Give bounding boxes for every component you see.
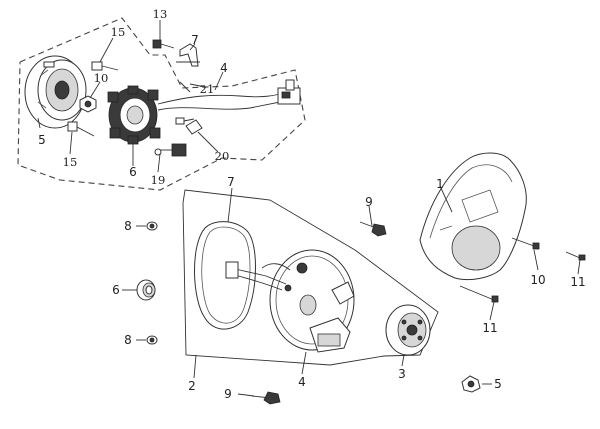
pickup-sensor-19 [154, 143, 187, 157]
flywheel-rotor [24, 55, 87, 129]
callout-4-box: 4 [298, 375, 306, 389]
callout-9-top: 9 [365, 195, 373, 209]
callout-10-top: 10 [94, 71, 109, 85]
callout-7-box: 7 [227, 175, 235, 189]
leader-lines [37, 20, 581, 397]
washer-8-top [146, 221, 158, 231]
bolt-9-bottom [251, 391, 281, 405]
callout-19: 19 [151, 173, 166, 187]
washer-8-bottom [146, 335, 158, 345]
callout-8-top: 8 [124, 219, 132, 233]
stator-plate-4 [269, 249, 355, 353]
bushing-6 [136, 279, 156, 301]
bolt-15-top [91, 61, 119, 71]
callout-11-right: 11 [570, 275, 585, 289]
callout-labels: 13 7 15 10 4 21 5 15 6 19 20 9 1 8 7 6 1… [38, 7, 585, 401]
clamp-20 [175, 117, 203, 135]
callout-11-mid: 11 [482, 321, 497, 335]
callout-5-right: 5 [494, 377, 502, 391]
callout-10-right: 10 [530, 273, 545, 287]
bracket-7-top [176, 43, 200, 67]
callout-2: 2 [188, 379, 196, 393]
bolt-13 [152, 39, 175, 49]
callout-9-bottom: 9 [224, 387, 232, 401]
callout-20: 20 [215, 149, 230, 163]
nut-5-right [461, 375, 481, 393]
nut-10 [79, 95, 97, 113]
callout-6-left: 6 [112, 283, 120, 297]
bolt-10-right [511, 237, 540, 250]
wiring-harness [157, 79, 301, 111]
callout-8-bottom: 8 [124, 333, 132, 347]
bolt-11-right [565, 251, 586, 261]
callout-5-left: 5 [38, 133, 46, 147]
callout-21: 21 [200, 82, 215, 96]
plate-wires [225, 261, 291, 291]
bolt-11-mid [459, 285, 499, 303]
rotor-3 [385, 304, 431, 356]
callout-7-top: 7 [191, 33, 199, 47]
bolt-9-top [359, 221, 387, 237]
callout-1: 1 [436, 177, 444, 191]
callout-15-top: 15 [111, 25, 126, 39]
o-ring-gasket-7 [194, 221, 256, 330]
callout-4-top: 4 [220, 61, 228, 75]
stator-coil [107, 85, 161, 145]
callout-3: 3 [398, 367, 406, 381]
bolt-15-bottom [67, 121, 95, 137]
callout-6-top: 6 [129, 165, 137, 179]
callout-15-bottom: 15 [63, 155, 78, 169]
callout-13: 13 [153, 7, 168, 21]
side-cover-1 [419, 152, 527, 281]
